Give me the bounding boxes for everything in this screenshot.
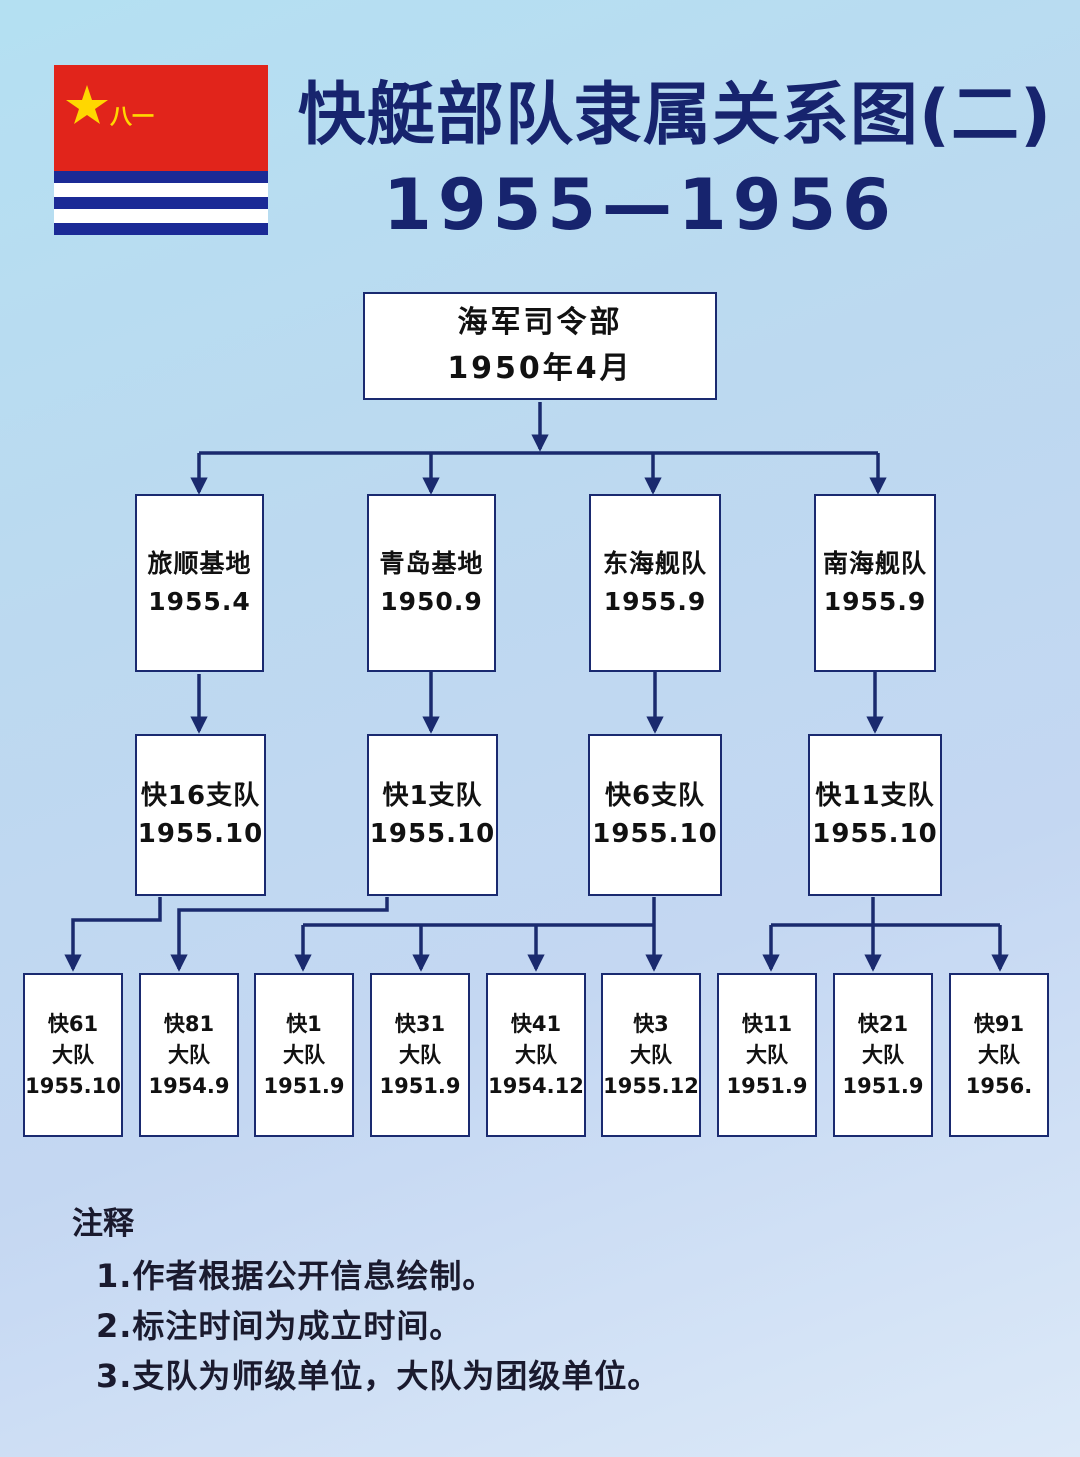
page-subtitle-years: 1955—1956 xyxy=(383,164,897,246)
group-code: 快3 xyxy=(633,1011,669,1036)
note-item: 3.支队为师级单位，大队为团级单位。 xyxy=(96,1357,661,1395)
node-date: 1955.9 xyxy=(823,587,927,616)
group-unit: 大队 xyxy=(52,1042,94,1067)
group-date: 1951.9 xyxy=(263,1073,345,1098)
group-node: 快11 大队 1951.9 xyxy=(717,973,817,1137)
node-name: 东海舰队 xyxy=(602,549,707,578)
node-name: 快16支队 xyxy=(140,781,261,811)
group-date: 1956. xyxy=(965,1073,1033,1098)
connector-to-group-61 xyxy=(64,897,162,972)
fleet-node: 东海舰队 1955.9 xyxy=(589,494,721,672)
group-node: 快41 大队 1954.12 xyxy=(486,973,586,1137)
group-unit: 大队 xyxy=(978,1042,1020,1067)
node-name: 青岛基地 xyxy=(379,549,484,578)
group-unit: 大队 xyxy=(746,1042,788,1067)
root-node-navy-hq: 海军司令部 1950年4月 xyxy=(363,292,717,400)
node-name: 旅顺基地 xyxy=(147,549,252,578)
group-code: 快81 xyxy=(163,1011,215,1036)
node-name: 海军司令部 xyxy=(457,305,623,340)
page-title: 快艇部队隶属关系图(二) xyxy=(297,76,1053,155)
group-date: 1954.9 xyxy=(148,1073,230,1098)
group-code: 快1 xyxy=(286,1011,322,1036)
group-node: 快61 大队 1955.10 xyxy=(23,973,123,1137)
group-date: 1951.9 xyxy=(842,1073,924,1098)
group-unit: 大队 xyxy=(862,1042,904,1067)
group-code: 快11 xyxy=(741,1011,793,1036)
flotilla-node: 快11支队 1955.10 xyxy=(808,734,942,896)
node-date: 1955.10 xyxy=(137,819,264,849)
group-node: 快31 大队 1951.9 xyxy=(370,973,470,1137)
group-unit: 大队 xyxy=(283,1042,325,1067)
notes-section: 注释 1.作者根据公开信息绘制。 2.标注时间为成立时间。 3.支队为师级单位，… xyxy=(70,1198,660,1401)
node-name: 快11支队 xyxy=(815,781,935,811)
node-date: 1955.10 xyxy=(812,819,938,849)
node-name: 快1支队 xyxy=(382,781,483,811)
fleet-node: 南海舰队 1955.9 xyxy=(814,494,936,672)
node-date: 1955.10 xyxy=(369,819,496,849)
group-date: 1951.9 xyxy=(379,1073,461,1098)
group-node: 快3 大队 1955.12 xyxy=(601,973,701,1137)
note-item: 2.标注时间为成立时间。 xyxy=(96,1307,463,1345)
node-date: 1950.9 xyxy=(380,587,483,616)
group-unit: 大队 xyxy=(630,1042,672,1067)
group-node: 快81 大队 1954.9 xyxy=(139,973,239,1137)
note-item: 1.作者根据公开信息绘制。 xyxy=(96,1257,496,1295)
group-code: 快31 xyxy=(394,1011,446,1036)
node-date: 1955.10 xyxy=(592,819,718,849)
group-unit: 大队 xyxy=(399,1042,441,1067)
node-date: 1955.9 xyxy=(603,587,707,616)
group-date: 1954.12 xyxy=(488,1073,584,1098)
flotilla-node: 快1支队 1955.10 xyxy=(367,734,498,896)
group-unit: 大队 xyxy=(515,1042,557,1067)
group-code: 快61 xyxy=(47,1011,99,1036)
group-code: 快21 xyxy=(857,1011,909,1036)
naval-ensign-flag: 八一 xyxy=(54,65,268,235)
group-node: 快1 大队 1951.9 xyxy=(254,973,354,1137)
group-date: 1955.12 xyxy=(603,1073,699,1098)
flotilla-node: 快16支队 1955.10 xyxy=(135,734,266,896)
fleet-node: 青岛基地 1950.9 xyxy=(367,494,496,672)
group-code: 快41 xyxy=(510,1011,562,1036)
group-node: 快21 大队 1951.9 xyxy=(833,973,933,1137)
notes-title: 注释 xyxy=(72,1206,134,1242)
group-node: 快91 大队 1956. xyxy=(949,973,1049,1137)
connector-to-group-81 xyxy=(170,897,389,972)
group-date: 1955.10 xyxy=(25,1073,121,1098)
flotilla-node: 快6支队 1955.10 xyxy=(588,734,722,896)
star-icon xyxy=(66,85,108,124)
group-code: 快91 xyxy=(973,1011,1025,1036)
group-date: 1951.9 xyxy=(726,1073,808,1098)
node-date: 1950年4月 xyxy=(447,351,633,386)
flag-emblem-text: 八一 xyxy=(110,105,154,130)
node-name: 快6支队 xyxy=(604,781,706,811)
fleet-node: 旅顺基地 1955.4 xyxy=(135,494,264,672)
group-unit: 大队 xyxy=(168,1042,210,1067)
node-name: 南海舰队 xyxy=(822,549,927,578)
node-date: 1955.4 xyxy=(148,587,251,616)
